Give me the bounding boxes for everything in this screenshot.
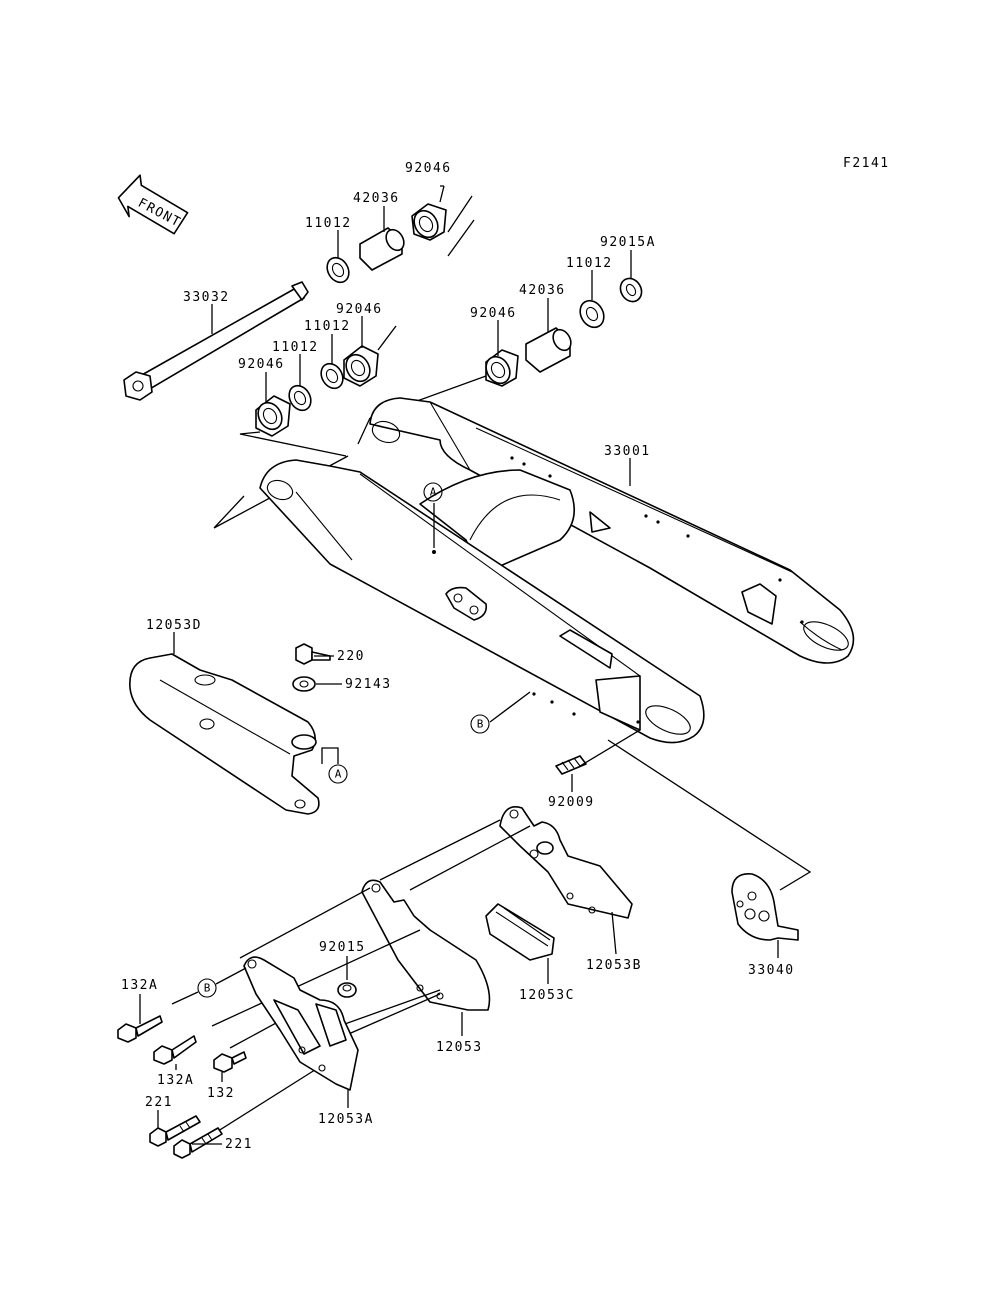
- leader-92009-line: [579, 729, 641, 767]
- label-12053D: 12053D: [146, 618, 202, 633]
- label-33040: 33040: [748, 963, 795, 978]
- bearing-92046-left: [255, 395, 291, 437]
- label-92015: 92015: [319, 940, 366, 955]
- label-92009: 92009: [548, 795, 595, 810]
- label-11012-mid: 11012: [304, 319, 351, 334]
- leader-12053B: [611, 911, 617, 955]
- label-11012-right: 11012: [566, 256, 613, 271]
- swingarm-33001: [259, 397, 855, 744]
- leader-92046-top: [439, 185, 445, 203]
- label-33001: 33001: [604, 444, 651, 459]
- svg-text:B: B: [204, 982, 211, 995]
- bracket-ref-A: [321, 747, 339, 764]
- seal-11012-mid: [320, 362, 344, 390]
- label-92015A: 92015A: [600, 235, 656, 250]
- label-132A-top: 132A: [121, 978, 158, 993]
- stud-92009: [555, 755, 587, 775]
- label-132: 132: [207, 1086, 235, 1101]
- bolt-220: [295, 643, 331, 665]
- chain-slider-12053D: [129, 653, 320, 815]
- leader-ref-B-bottom: [171, 967, 247, 1005]
- svg-text:A: A: [335, 768, 342, 781]
- leader-ref-B-top: [489, 691, 531, 723]
- ref-B-bottom: B: [197, 978, 217, 998]
- label-92143: 92143: [345, 677, 392, 692]
- nut-92015A: [619, 277, 643, 303]
- sleeve-42036-right: [525, 327, 572, 373]
- label-12053C: 12053C: [519, 988, 575, 1003]
- chain-guide-12053A: [243, 956, 359, 1091]
- label-92046-right: 92046: [470, 306, 517, 321]
- bolt-132: [213, 1051, 247, 1073]
- label-42036-top: 42036: [353, 191, 400, 206]
- label-92046-top: 92046: [405, 161, 452, 176]
- label-11012-left: 11012: [272, 340, 319, 355]
- label-92046-mid: 92046: [336, 302, 383, 317]
- label-221-bottom: 221: [225, 1137, 253, 1152]
- bearing-92046-mid: [343, 345, 379, 387]
- label-221-top: 221: [145, 1095, 173, 1110]
- svg-text:A: A: [430, 486, 437, 499]
- label-12053A: 12053A: [318, 1112, 374, 1127]
- ref-A-bottom: A: [328, 764, 348, 784]
- seal-11012-left: [288, 384, 312, 412]
- chain-guide-12053B: [499, 806, 633, 919]
- label-12053: 12053: [436, 1040, 483, 1055]
- seal-11012-top: [326, 256, 350, 284]
- fan-line-mid: [377, 325, 397, 351]
- fan-lines-top: [447, 195, 475, 257]
- bearing-92046-top: [411, 203, 447, 241]
- bearing-92046-right: [485, 349, 519, 387]
- label-11012-top: 11012: [305, 216, 352, 231]
- seal-11012-right: [579, 299, 605, 329]
- leader-33040-line: [607, 739, 812, 891]
- bolt-221-bottom: [173, 1127, 223, 1159]
- svg-text:B: B: [477, 718, 484, 731]
- chain-guide-block-12053C: [485, 903, 555, 961]
- chain-guide-12053: [361, 879, 491, 1011]
- label-33032: 33032: [183, 290, 230, 305]
- washer-92143: [292, 676, 316, 692]
- ref-A-top: A: [423, 482, 443, 502]
- assembly-lines: [187, 819, 531, 1151]
- nut-92015: [337, 982, 357, 998]
- label-132A-bottom: 132A: [157, 1073, 194, 1088]
- bolt-132A-bottom: [153, 1035, 197, 1065]
- label-12053B: 12053B: [586, 958, 642, 973]
- bolt-132A-top: [117, 1015, 163, 1043]
- sleeve-42036-top: [359, 227, 405, 271]
- label-220: 220: [337, 649, 365, 664]
- plate-33040: [731, 873, 799, 941]
- pivot-shaft-33032: [123, 281, 309, 401]
- front-arrow-icon: FRONT: [117, 174, 189, 235]
- label-92046-left: 92046: [238, 357, 285, 372]
- figure-code: F2141: [843, 156, 890, 171]
- label-42036-right: 42036: [519, 283, 566, 298]
- ref-B-top: B: [470, 714, 490, 734]
